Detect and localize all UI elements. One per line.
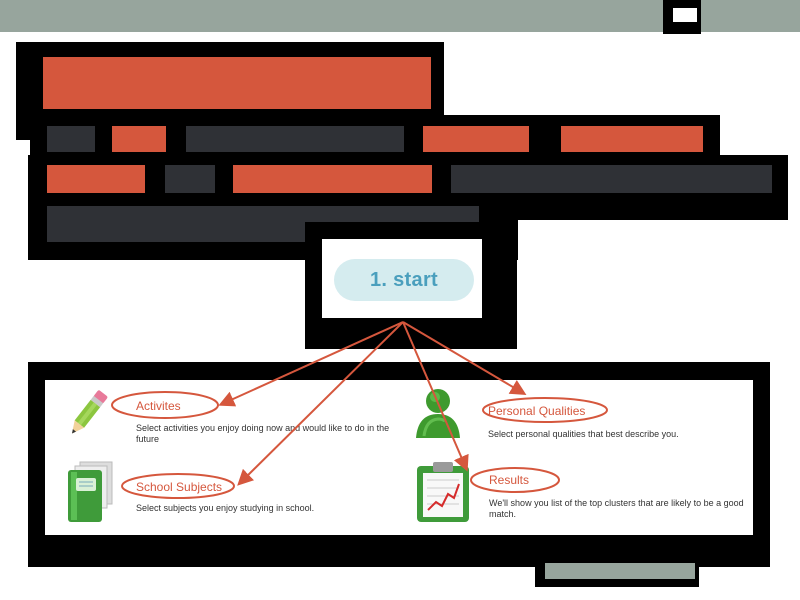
activities-description: Select activities you enjoy doing now an…: [136, 423, 390, 444]
redacted-text-bar: [451, 165, 772, 193]
redacted-highlight-bar: [233, 165, 432, 193]
personal-qualities-description: Select personal qualities that best desc…: [488, 429, 679, 439]
activities-title[interactable]: Activites: [136, 399, 181, 413]
redacted-highlight-bar: [423, 126, 529, 152]
person-icon: [416, 389, 460, 438]
school-subjects-title[interactable]: School Subjects: [136, 480, 223, 494]
redacted-highlight-bar: [112, 126, 166, 152]
school-subjects-description: Select subjects you enjoy studying in sc…: [136, 503, 315, 513]
start-area: 1. start: [322, 239, 482, 318]
redacted-highlight-bar: [47, 165, 145, 193]
redacted-text-bar: [47, 126, 95, 152]
results-description: We'll show you list of the top clusters …: [489, 498, 744, 519]
top-white-box: [673, 8, 697, 22]
personal-qualities-title[interactable]: Personal Qualities: [488, 404, 586, 418]
redacted-title-bar: [43, 57, 431, 109]
results-title[interactable]: Results: [489, 473, 530, 487]
folder-icon: [68, 461, 113, 522]
redacted-text-bar: [186, 126, 404, 152]
start-button[interactable]: 1. start: [334, 259, 474, 301]
pencil-icon: [71, 390, 108, 434]
bottom-gray-bar: [545, 563, 695, 579]
redacted-text-bar: [165, 165, 215, 193]
clipboard-chart-icon: [417, 462, 469, 522]
redacted-highlight-bar: [561, 126, 703, 152]
